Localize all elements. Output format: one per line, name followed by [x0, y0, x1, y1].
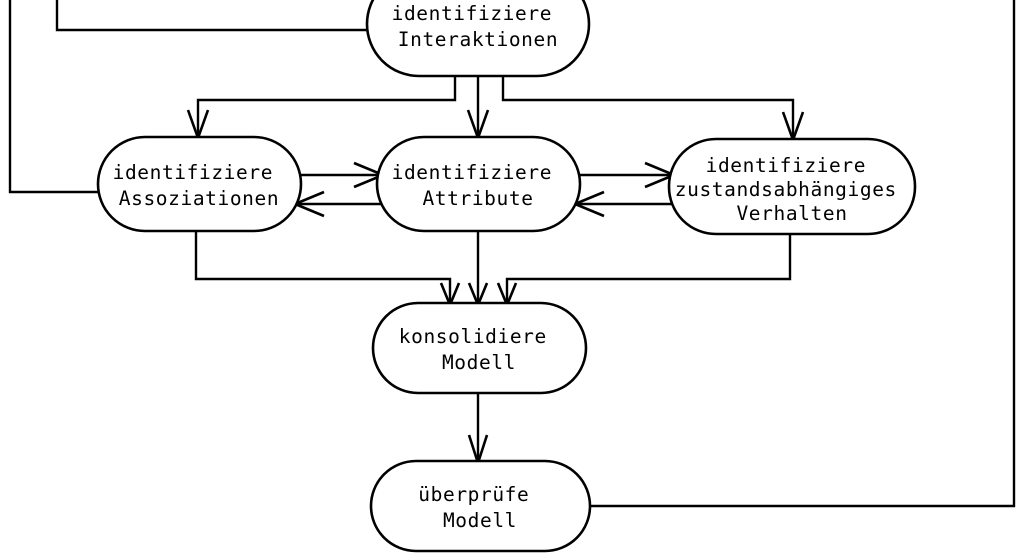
node-label-verhalten: identifiziere zustandsabhängiges Verhalt… [675, 154, 909, 225]
node-label-konsolidiere: konsolidiere Modell [399, 325, 559, 374]
node-label-assoziationen-line-1: Assoziationen [119, 187, 279, 210]
node-shape-verhalten [667, 137, 917, 236]
edge-ueberpruefe-feedback-right [588, 0, 1016, 508]
node-label-verhalten-line-0: identifiziere [706, 154, 866, 177]
edge-interaktionen-to-verhalten [501, 76, 795, 138]
node-label-konsolidiere-line-1: Modell [442, 351, 516, 374]
node-shape-interaktionen [365, 0, 591, 78]
node-shape-konsolidiere [371, 301, 588, 395]
node-label-assoziationen-line-0: identifiziere [113, 161, 273, 184]
edge-feedback-to-assoziationen-left [8, 0, 100, 194]
node-identifiziere-zustandsabhaengiges-verhalten[interactable]: identifiziere zustandsabhängiges Verhalt… [667, 137, 917, 236]
node-label-attribute-line-1: Attribute [422, 187, 533, 210]
node-label-interaktionen: identifiziere Interaktionen [392, 2, 565, 51]
node-konsolidiere-modell[interactable]: konsolidiere Modell [371, 301, 588, 395]
node-shape-attribute [375, 135, 582, 233]
node-label-assoziationen: identifiziere Assoziationen [113, 161, 286, 210]
node-layer: identifiziere Interaktionen identifizier… [96, 0, 917, 553]
node-shape-assoziationen [96, 135, 303, 233]
node-label-interaktionen-line-0: identifiziere [392, 2, 552, 25]
node-label-verhalten-line-2: Verhalten [736, 202, 847, 225]
node-identifiziere-assoziationen[interactable]: identifiziere Assoziationen [96, 135, 303, 233]
node-shape-ueberpruefe [369, 459, 592, 553]
node-identifiziere-interaktionen[interactable]: identifiziere Interaktionen [365, 0, 591, 78]
node-label-interaktionen-line-1: Interaktionen [398, 28, 558, 51]
edge-assoziationen-to-konsolidiere [194, 231, 452, 302]
node-label-ueberpruefe-line-0: überprüfe [418, 483, 529, 506]
node-identifiziere-attribute[interactable]: identifiziere Attribute [375, 135, 582, 233]
edge-layer [8, 0, 1016, 508]
node-label-ueberpruefe: überprüfe Modell [418, 483, 541, 532]
edge-interaktionen-feedback-left [55, 0, 367, 32]
node-label-konsolidiere-line-0: konsolidiere [399, 325, 547, 348]
node-label-attribute: identifiziere Attribute [392, 161, 565, 210]
edge-verhalten-to-konsolidiere [505, 234, 792, 302]
edge-interaktionen-to-assoziationen [196, 76, 457, 136]
node-label-attribute-line-0: identifiziere [392, 161, 552, 184]
node-label-ueberpruefe-line-1: Modell [443, 509, 517, 532]
node-label-verhalten-line-1: zustandsabhängiges [675, 178, 897, 201]
node-ueberpruefe-modell[interactable]: überprüfe Modell [369, 459, 592, 553]
